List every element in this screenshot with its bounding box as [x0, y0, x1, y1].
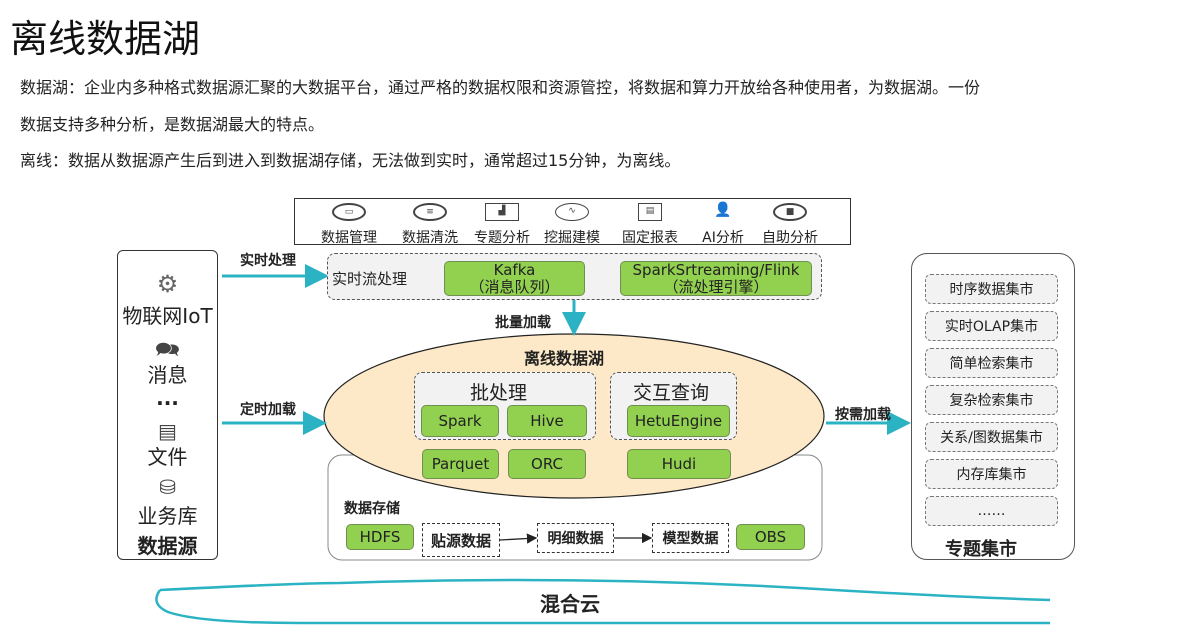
- hybrid-cloud-shape: [155, 578, 1051, 625]
- mart-realtime-olap: 实时OLAP集市: [925, 311, 1058, 341]
- orc-box: ORC: [508, 449, 586, 479]
- detail-data-box: 明细数据: [537, 523, 614, 553]
- source-message: 消息: [147, 363, 188, 387]
- hdfs-box: HDFS: [346, 524, 414, 550]
- hetuengine-box: HetuEngine: [627, 405, 730, 437]
- data-cleaning-icon: ≡: [413, 203, 447, 221]
- kafka-box: Kafka（消息队列）: [444, 261, 585, 296]
- tool-ai-analysis: 👤AI分析: [702, 202, 744, 246]
- data-management-icon: ▭: [332, 203, 366, 221]
- file-icon: ▤: [158, 419, 177, 443]
- paragraph-offline: 离线：数据从数据源产生后到进入到数据湖存储，无法做到实时，通常超过15分钟，为离…: [20, 151, 681, 170]
- lake-title: 离线数据湖: [524, 349, 605, 368]
- source-database: 业务库: [137, 504, 198, 528]
- robot-arm-icon: ⚙: [156, 270, 179, 298]
- analysis-tools-bar: [294, 198, 851, 245]
- mart-graph: 关系/图数据集市: [925, 422, 1058, 452]
- page-title: 离线数据湖: [10, 17, 201, 61]
- realtime-label: 实时处理: [240, 253, 296, 269]
- mart-timeseries: 时序数据集市: [925, 274, 1058, 304]
- parquet-box: Parquet: [422, 449, 499, 479]
- tool-self-service: ■自助分析: [755, 203, 825, 247]
- topic-analysis-icon: ▟: [485, 203, 519, 221]
- tool-topic-analysis: ▟专题分析: [467, 203, 537, 247]
- hive-box: Hive: [507, 405, 587, 437]
- interactive-label: 交互查询: [633, 382, 710, 404]
- self-service-icon: ■: [773, 203, 807, 221]
- sources-title: 数据源: [137, 534, 198, 558]
- ai-analysis-icon: 👤: [714, 202, 732, 218]
- mart-simple-search: 简单检索集市: [925, 348, 1058, 378]
- raw-data-box: 贴源数据: [422, 523, 500, 557]
- tool-data-management: ▭数据管理: [314, 203, 384, 247]
- raw-to-detail-arrow: [499, 533, 538, 544]
- hybrid-cloud-label: 混合云: [540, 592, 600, 616]
- source-iot: 物联网IoT: [122, 304, 213, 328]
- stream-label: 实时流处理: [332, 270, 408, 288]
- tool-fixed-report: ▤固定报表: [615, 203, 685, 247]
- marts-title: 专题集市: [945, 539, 1017, 560]
- scheduled-label: 定时加载: [240, 402, 296, 418]
- paragraph-datalake-2: 数据支持多种分析，是数据湖最大的特点。: [20, 115, 325, 134]
- hudi-box: Hudi: [627, 449, 731, 479]
- mart-in-memory: 内存库集市: [925, 459, 1058, 489]
- on-demand-label: 按需加载: [835, 407, 891, 423]
- message-icon: 🗪: [155, 337, 180, 361]
- mart-more: ……: [925, 496, 1058, 526]
- database-icon: ⛁: [159, 475, 176, 499]
- tool-mining-model: ∿挖掘建模: [537, 203, 607, 247]
- source-more: ···: [156, 391, 179, 415]
- tool-data-cleaning: ≡数据清洗: [395, 203, 465, 247]
- model-data-box: 模型数据: [652, 523, 729, 553]
- spark-box: Spark: [421, 405, 499, 437]
- fixed-report-icon: ▤: [638, 203, 662, 221]
- paragraph-datalake-1: 数据湖：企业内多种格式数据源汇聚的大数据平台，通过严格的数据权限和资源管控，将数…: [20, 78, 981, 97]
- storage-title: 数据存储: [344, 501, 400, 517]
- obs-box: OBS: [736, 524, 805, 550]
- source-file: 文件: [147, 445, 188, 469]
- mining-model-icon: ∿: [555, 203, 589, 221]
- data-sources-panel: [117, 250, 218, 560]
- mart-complex-search: 复杂检索集市: [925, 385, 1058, 415]
- batch-load-label: 批量加载: [495, 315, 551, 331]
- topic-marts-panel: [911, 253, 1075, 560]
- flink-box: SparkSrtreaming/Flink（流处理引擎）: [620, 261, 812, 296]
- batch-label: 批处理: [470, 382, 528, 404]
